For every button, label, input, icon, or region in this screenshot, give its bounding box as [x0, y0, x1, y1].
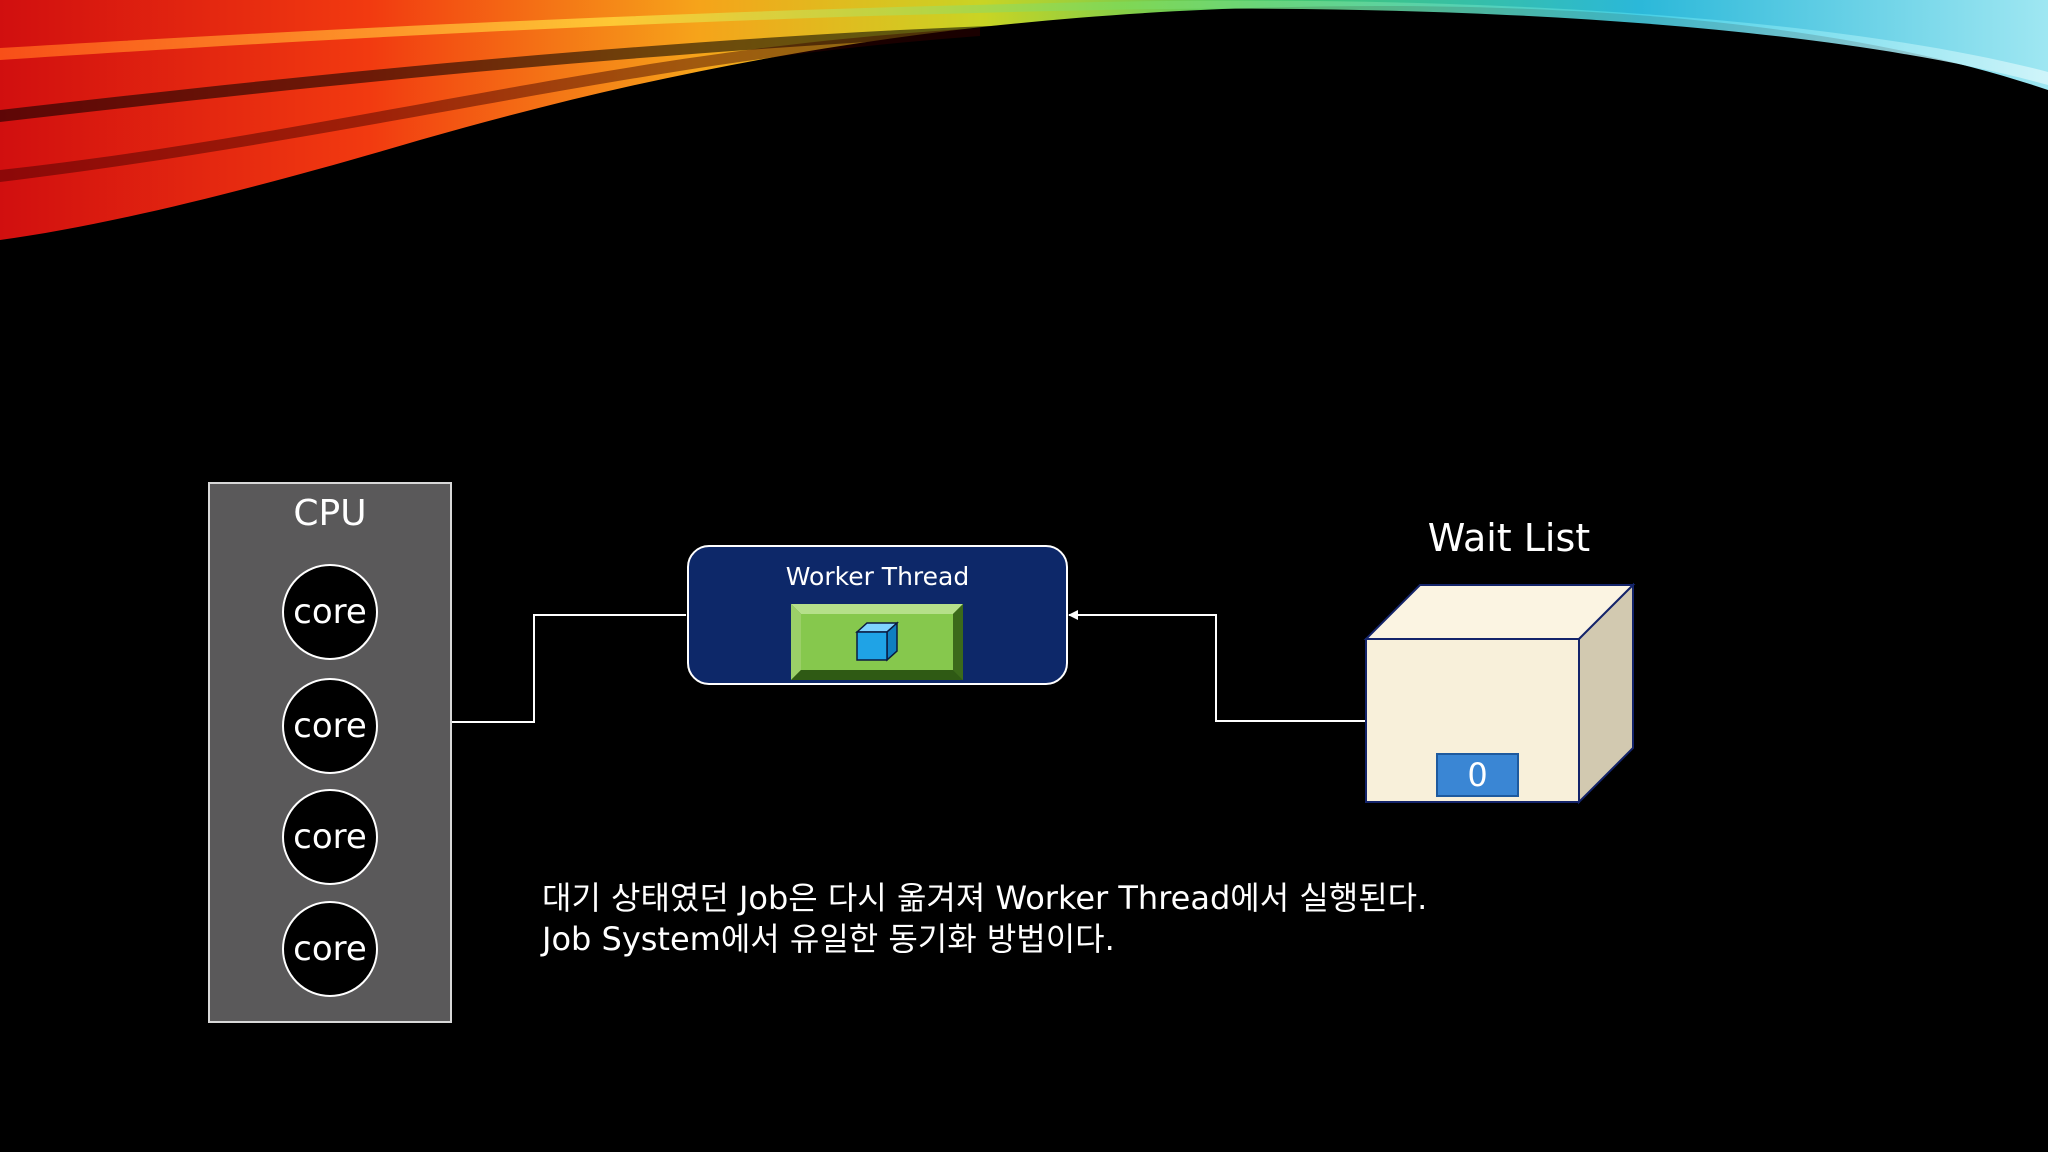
worker-thread-title: Worker Thread [785, 562, 970, 591]
core-3: core [282, 789, 378, 885]
core-1: core [282, 564, 378, 660]
arrow-wait-list-to-worker [1068, 610, 1366, 722]
arrow-worker-to-core [381, 614, 686, 727]
caption-text: 대기 상태였던 Job은 다시 옮겨져 Worker Thread에서 실행된다… [542, 878, 1427, 960]
caption-line-2: Job System에서 유일한 동기화 방법이다. [542, 920, 1115, 958]
core-2: core [282, 678, 378, 774]
cpu-title: CPU [293, 493, 367, 534]
rainbow-swoosh-decoration [0, 0, 2048, 240]
caption-line-1: 대기 상태였던 Job은 다시 옮겨져 Worker Thread에서 실행된다… [542, 879, 1428, 917]
wait-list-count-badge: 0 [1436, 753, 1519, 797]
wait-list-title: Wait List [1427, 516, 1591, 560]
core-4: core [282, 901, 378, 997]
